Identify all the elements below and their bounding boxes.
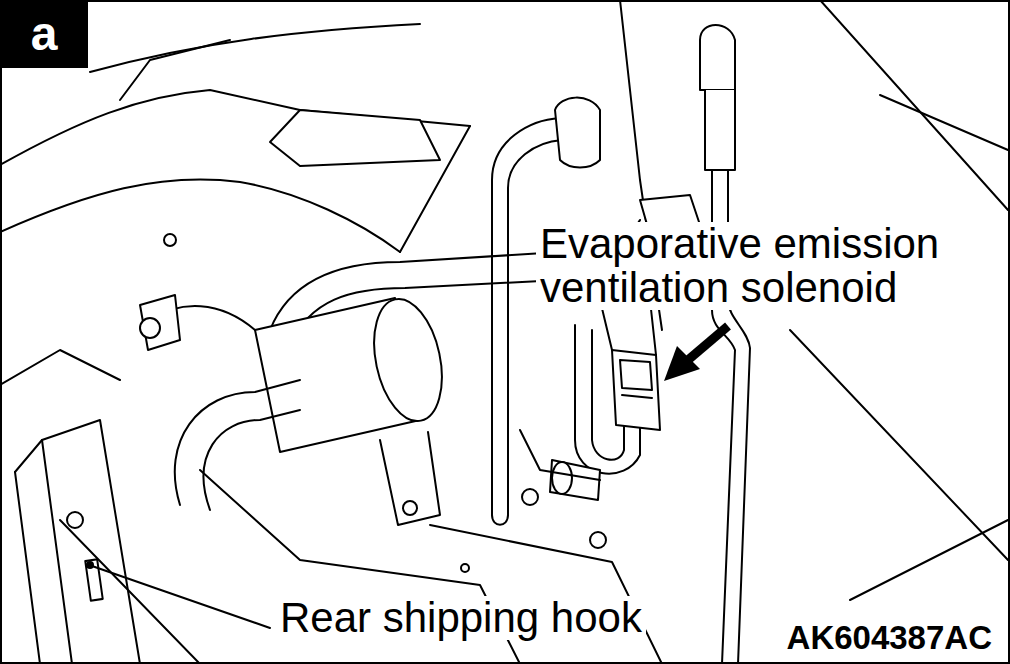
illustration-line: [705, 90, 735, 170]
illustration-line: [790, 330, 1008, 560]
figure-letter-box: a: [0, 0, 88, 68]
illustration-line: [622, 395, 652, 398]
illustration-line: [820, 0, 1008, 210]
illustration-line: [164, 234, 176, 246]
illustration-line: [555, 98, 600, 168]
illustration-line: [430, 525, 662, 664]
illustration-line: [492, 118, 560, 515]
illustration-line: [270, 110, 440, 166]
illustration-line: [67, 512, 83, 528]
illustration-line: [92, 566, 270, 628]
illustration-line: [550, 460, 600, 500]
illustration-line: [880, 95, 1008, 150]
illustration-line: [120, 40, 230, 100]
illustration-line: [590, 532, 606, 548]
illustration-line: [552, 462, 572, 494]
illustration-line: [492, 515, 508, 525]
part-label: Rear shipping hook: [276, 596, 646, 640]
illustration-line: [86, 561, 94, 569]
illustration-line: [400, 126, 470, 252]
illustration-line: [522, 489, 538, 505]
illustration-line: [364, 293, 452, 428]
illustration-line: [85, 559, 102, 600]
illustration-line: [461, 564, 469, 572]
illustration-line: [850, 520, 1008, 600]
illustration-line: [620, 360, 652, 390]
illustration-line: [42, 440, 72, 664]
illustration-line: [0, 90, 470, 165]
illustration-line: [403, 501, 417, 515]
figure-code: AK604387AC: [783, 620, 996, 656]
illustration-line: [204, 410, 300, 510]
illustration-line: [664, 346, 700, 381]
illustration-line: [140, 295, 180, 350]
illustration-line: [60, 520, 200, 664]
illustration-line: [90, 24, 420, 72]
illustration-line: [700, 25, 735, 90]
illustration-line: [175, 380, 300, 505]
figure-letter: a: [31, 10, 58, 58]
illustration-line: [15, 420, 140, 664]
illustration-line: [612, 350, 660, 430]
illustration-line: [380, 432, 440, 525]
illustration-line: [520, 430, 600, 480]
illustration-line: [0, 350, 120, 385]
illustration-line: [15, 472, 40, 664]
illustration-line: [688, 326, 728, 360]
illustration-line: [140, 318, 160, 338]
illustration-line: [0, 179, 400, 252]
part-label: Evaporative emission ventilation solenoi…: [536, 222, 984, 310]
